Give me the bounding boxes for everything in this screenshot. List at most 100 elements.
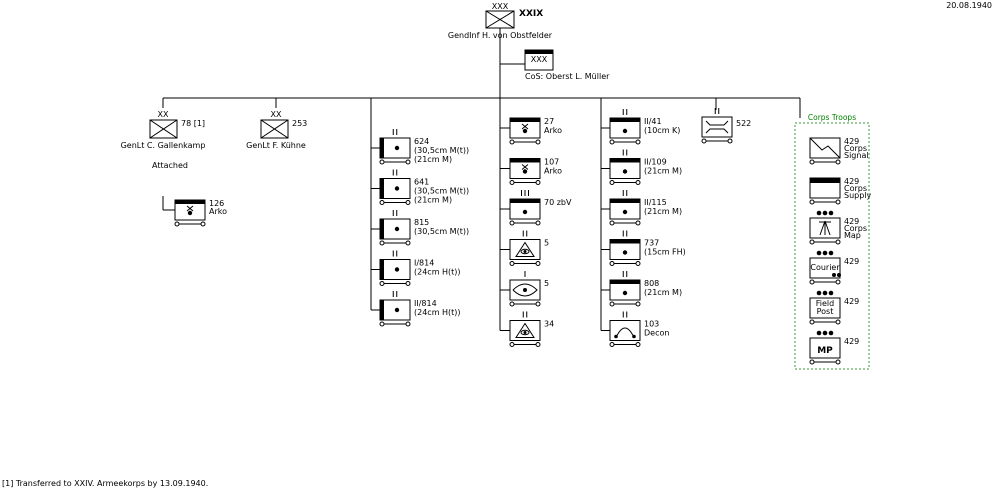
wheel xyxy=(609,342,615,347)
chief-of-staff-label: CoS: Oberst L. Müller xyxy=(525,72,610,81)
artillery-command-6: 34 xyxy=(500,311,554,347)
unit-number: 5 xyxy=(544,279,549,288)
heavy-bar xyxy=(610,118,640,122)
footnote: [1] Transferred to XXIV. Armeekorps by 1… xyxy=(2,479,208,488)
unit-detail: (24cm H(t)) xyxy=(414,268,461,277)
wheel xyxy=(535,220,541,226)
wheel xyxy=(405,159,411,165)
map-leg xyxy=(819,220,826,236)
unit-number: 429 xyxy=(844,257,859,266)
signal-bolt xyxy=(809,137,841,159)
wheel xyxy=(701,138,707,144)
artillery-dot xyxy=(394,307,400,313)
courier-dot xyxy=(837,273,841,277)
wheel xyxy=(609,180,615,185)
unit-number: 126 xyxy=(209,199,224,208)
decon-arc xyxy=(615,327,635,338)
wheel xyxy=(609,261,615,266)
unit-detail: Arko xyxy=(544,167,562,176)
wheel xyxy=(535,139,541,145)
cross xyxy=(485,10,515,29)
unit-box xyxy=(809,257,841,279)
corps-commander: GendInf H. von Obstfelder xyxy=(448,31,553,40)
triangle xyxy=(515,322,535,338)
wheel xyxy=(509,301,515,307)
heavy-bar xyxy=(610,158,640,163)
corps-troops: Corps Troops429CorpsSignal429CorpsSupply… xyxy=(794,113,872,370)
unit-number: I/814 xyxy=(414,259,434,268)
eye xyxy=(520,248,530,255)
artillery-dot xyxy=(622,169,628,174)
heavy-bar xyxy=(175,200,205,204)
unit-sub: Arko xyxy=(209,207,227,216)
wheel xyxy=(405,240,411,246)
echelon-dot xyxy=(822,250,828,256)
wheel xyxy=(379,281,385,286)
echelon-dot xyxy=(816,330,822,336)
heavy-artillery-2: 641(30,5cm M(t))(21cm M) xyxy=(371,169,469,205)
corps-designation: XXIX xyxy=(519,9,543,19)
unit-number: 27 xyxy=(544,117,554,126)
wheel xyxy=(635,301,641,307)
unit-detail: (30,5cm M(t)) xyxy=(414,187,469,196)
cross xyxy=(521,123,529,130)
wheel xyxy=(809,159,815,165)
unit-number: II/814 xyxy=(414,299,437,308)
echelon-mark: XXX xyxy=(531,55,548,64)
unit-number: 429 xyxy=(844,217,859,226)
unit-detail: Decon xyxy=(644,329,669,338)
unit-detail: (24cm H(t)) xyxy=(414,308,461,317)
unit-detail: (15cm FH) xyxy=(644,248,686,257)
artillery-command-5: 5 xyxy=(500,271,549,307)
unit-number: 34 xyxy=(544,320,554,329)
artillery-battalion-4: 737(15cm FH) xyxy=(601,230,686,266)
wheel xyxy=(405,321,411,327)
pupil xyxy=(523,331,527,334)
echelon-mark: XX xyxy=(271,110,282,119)
wheel xyxy=(835,159,841,165)
artillery-dot xyxy=(522,169,528,174)
chief-of-staff: XXX CoS: Oberst L. Müller xyxy=(524,49,610,81)
unit-box xyxy=(809,337,841,359)
wheel xyxy=(809,319,815,325)
wheel xyxy=(405,200,411,205)
unit-detail: (21cm M) xyxy=(414,196,452,205)
wheel xyxy=(379,240,385,246)
unit-detail: (21cm M) xyxy=(644,288,682,297)
wheel xyxy=(609,220,615,226)
division-number: 78 [1] xyxy=(181,119,205,128)
heavy-artillery-1: 624(30,5cm M(t))(21cm M) xyxy=(371,129,469,165)
heavy-artillery-5: II/814(24cm H(t)) xyxy=(371,291,461,327)
unit-number: II/109 xyxy=(644,158,667,167)
unit-detail: (10cm K) xyxy=(644,126,680,135)
wheel xyxy=(809,199,815,205)
wheel xyxy=(727,138,733,144)
staff-bar xyxy=(525,50,553,54)
wheel xyxy=(635,180,641,185)
inner-label: MP xyxy=(817,346,833,356)
wheel xyxy=(509,139,515,145)
unit-number: 70 zbV xyxy=(544,198,572,207)
echelon-dot xyxy=(822,330,828,336)
heavy-bar xyxy=(610,280,640,284)
wheel xyxy=(809,239,815,245)
heavy-artillery-4: I/814(24cm H(t)) xyxy=(371,250,461,286)
unit-detail: Arko xyxy=(544,126,562,135)
artillery-dot xyxy=(394,145,400,151)
unit-box xyxy=(609,320,641,341)
wheel xyxy=(535,180,541,185)
heavy-bar xyxy=(380,219,384,239)
artillery-command-4: 5 xyxy=(500,230,549,266)
connector-lines xyxy=(162,28,801,211)
heavy-bar xyxy=(610,239,640,244)
wheel xyxy=(635,342,641,347)
wheel xyxy=(609,139,615,145)
eye xyxy=(512,283,538,297)
wheel xyxy=(835,359,841,365)
wheel xyxy=(835,239,841,245)
unit-number: 624 xyxy=(414,137,429,146)
wheel xyxy=(509,261,515,266)
